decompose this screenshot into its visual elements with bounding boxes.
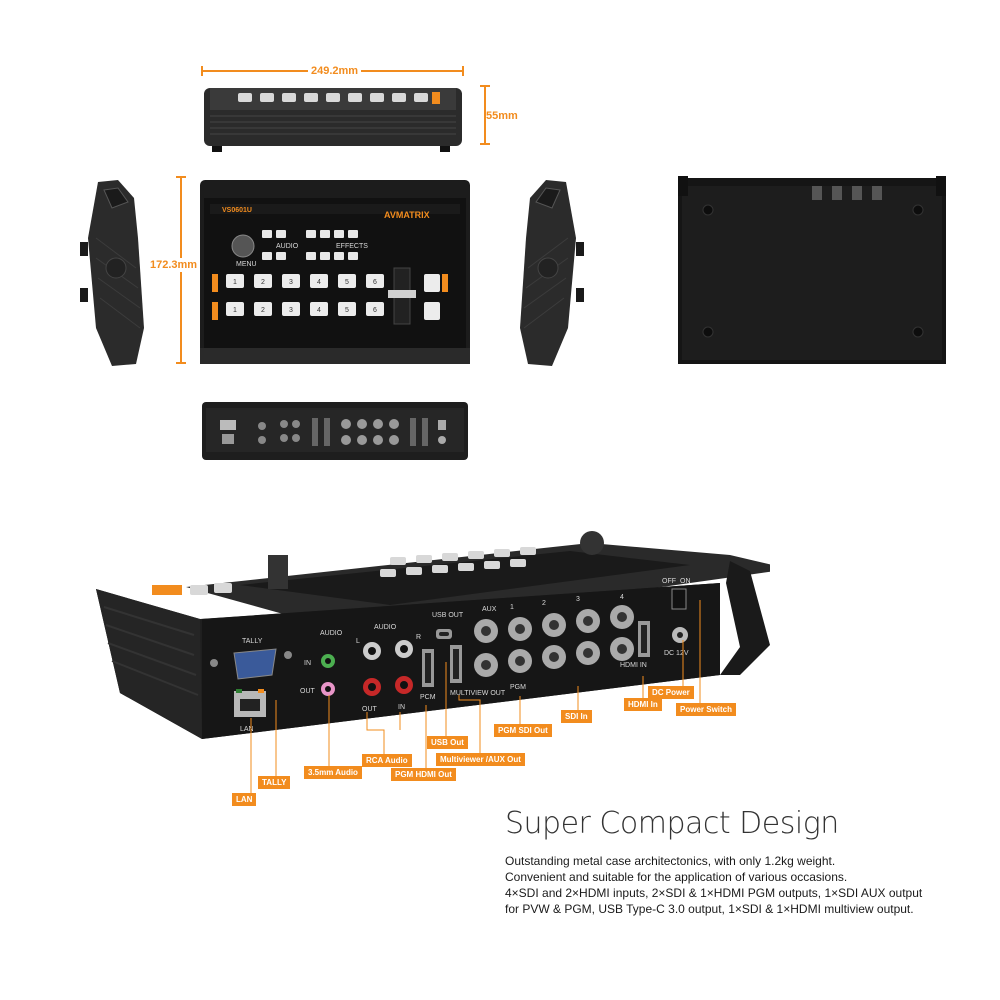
rear-pgm-label: PGM <box>510 684 526 691</box>
pgm-btn-2: 2 <box>261 279 265 286</box>
callout-pgm-sdi-out: PGM SDI Out <box>494 724 552 737</box>
rear-lan-label: LAN <box>240 726 254 733</box>
pgm-btn-6: 6 <box>373 279 377 286</box>
pvw-btn-1: 1 <box>233 307 237 314</box>
rear-rca-out-label: OUT <box>362 706 378 713</box>
device-rear-view <box>202 402 468 460</box>
t-bar-fader[interactable] <box>388 290 416 298</box>
pgm-btn-5: 5 <box>345 279 349 286</box>
pvw-button-row[interactable] <box>226 302 384 316</box>
rear-on-label: ON <box>680 578 691 585</box>
pgm-btn-1: 1 <box>233 279 237 286</box>
rear-sdi-4-label: 4 <box>620 594 624 601</box>
model-label: VS0601U <box>222 207 252 214</box>
rear-l-label: L <box>356 638 360 645</box>
device-right-side-view <box>520 180 584 366</box>
pgm-btn-3: 3 <box>289 279 293 286</box>
rear-tally-label: TALLY <box>242 638 263 645</box>
rear-sdi-1-label: 1 <box>510 604 514 611</box>
rear-in-label: IN <box>304 660 311 667</box>
callout-dc-power: DC Power <box>648 686 694 699</box>
description-block: Outstanding metal case architectonics, w… <box>505 853 985 917</box>
callout-rca-audio: RCA Audio <box>362 754 412 767</box>
brand-label: AVMATRIX <box>384 210 430 220</box>
pvw-btn-5: 5 <box>345 307 349 314</box>
rear-off-label: OFF <box>662 578 676 585</box>
pvw-btn-2: 2 <box>261 307 265 314</box>
rear-out-label: OUT <box>300 688 316 695</box>
rear-hdmi-in-label: HDMI IN <box>620 662 647 669</box>
pvw-btn-4: 4 <box>317 307 321 314</box>
callout-3-5mm-audio: 3.5mm Audio <box>304 766 362 779</box>
callout-tally: TALLY <box>258 776 291 789</box>
rear-sdi-2-label: 2 <box>542 600 546 607</box>
menu-knob[interactable] <box>231 234 255 258</box>
rear-rca-in-label: IN <box>398 704 405 711</box>
pgm-btn-4: 4 <box>317 279 321 286</box>
rear-sdi-3-label: 3 <box>576 596 580 603</box>
height-label: 55mm <box>486 110 518 122</box>
device-top-view <box>204 88 462 152</box>
pvw-btn-6: 6 <box>373 307 377 314</box>
description-line-3: 4×SDI and 2×HDMI inputs, 2×SDI & 1×HDMI … <box>505 886 923 900</box>
callout-sdi-in: SDI In <box>561 710 592 723</box>
rear-aux-label: AUX <box>482 606 497 613</box>
device-left-side-view <box>80 180 144 366</box>
callout-usb-out: USB Out <box>427 736 468 749</box>
description-line-4: for PVW & PGM, USB Type-C 3.0 output, 1×… <box>505 902 914 916</box>
device-rear-perspective: TALLY LAN AUDIO AUDIO IN OUT L R OUT IN … <box>96 531 770 739</box>
width-label: 249.2mm <box>308 65 362 77</box>
rear-audio-label-1: AUDIO <box>320 630 343 637</box>
rear-usb-label: USB OUT <box>432 612 464 619</box>
rear-audio-label-2: AUDIO <box>374 624 397 631</box>
rear-pcm-label: PCM <box>420 694 436 701</box>
description-line-1: Outstanding metal case architectonics, w… <box>505 854 836 868</box>
callout-hdmi-in: HDMI In <box>624 698 662 711</box>
description-line-2: Convenient and suitable for the applicat… <box>505 870 848 884</box>
rear-multiview-label: MULTIVIEW OUT <box>450 690 506 697</box>
headline: Super Compact Design <box>505 806 839 841</box>
callout-power-switch: Power Switch <box>676 703 737 716</box>
pgm-button-row[interactable] <box>226 274 384 288</box>
callout-lan: LAN <box>232 793 257 806</box>
effects-section-label: EFFECTS <box>336 243 368 250</box>
device-bottom-view <box>678 176 946 364</box>
rear-dc-label: DC 12V <box>664 650 689 657</box>
callout-multiviewer-aux-out: Multiviewer /AUX Out <box>436 753 525 766</box>
audio-section-label: AUDIO <box>276 243 299 250</box>
callout-pgm-hdmi-out: PGM HDMI Out <box>391 768 456 781</box>
pvw-btn-3: 3 <box>289 307 293 314</box>
rear-r-label: R <box>416 634 421 641</box>
height-dimension-line <box>480 85 490 145</box>
menu-label: MENU <box>236 261 257 268</box>
device-front-panel-view: VS0601U AVMATRIX MENU AUDIO EFFECTS 1 2 … <box>200 180 470 364</box>
depth-label: 172.3mm <box>150 258 198 272</box>
